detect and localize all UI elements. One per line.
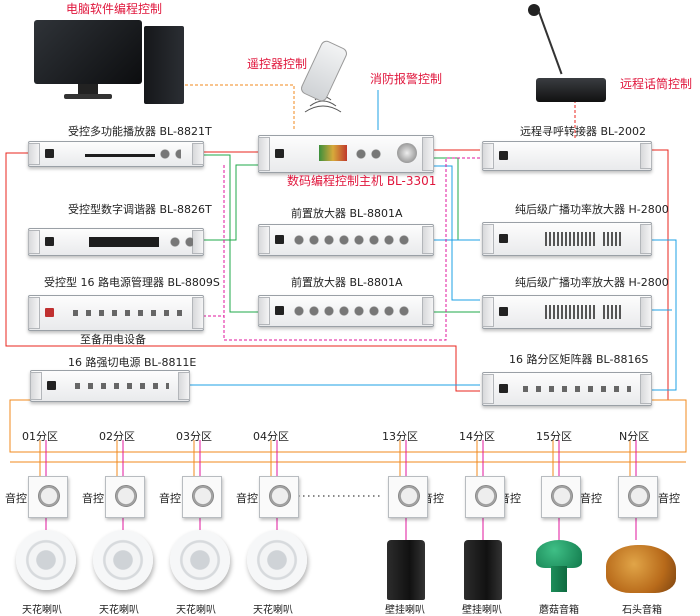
- matrix-label: 16 路分区矩阵器 BL-8816S: [509, 353, 649, 366]
- zone-label-03: 03分区: [176, 430, 212, 443]
- wire-green-tuner: [203, 164, 258, 241]
- volume-label: 音控: [658, 492, 680, 505]
- multi-function-player: [28, 141, 204, 167]
- volume-label: 音控: [159, 492, 181, 505]
- power-manager-note: 至备用电设备: [80, 333, 146, 346]
- volume-control-plate: [28, 476, 68, 518]
- remote-mic-label: 远程话筒控制: [620, 77, 693, 91]
- wall-speaker-icon: [464, 540, 502, 600]
- computer-tower-icon: [144, 26, 184, 104]
- player-label: 受控多功能播放器 BL-8821T: [68, 125, 212, 138]
- rock-speaker-icon: [606, 545, 676, 593]
- volume-control-plate: [182, 476, 222, 518]
- volume-control-plate: [465, 476, 505, 518]
- volume-control-plate: [541, 476, 581, 518]
- mushroom-speaker-icon: [536, 540, 582, 598]
- volume-label: 音控: [580, 492, 602, 505]
- power-amplifier-2: [482, 295, 652, 329]
- wire-red-loop: [5, 152, 480, 392]
- speaker-label: 壁挂喇叭: [462, 605, 502, 616]
- tuner-label: 受控型数字调谐器 BL-8826T: [68, 203, 212, 216]
- power-manager: [28, 295, 204, 331]
- volume-label: 音控: [5, 492, 27, 505]
- volume-control-plate: [105, 476, 145, 518]
- fire-alarm-label: 消防报警控制: [370, 72, 443, 86]
- speaker-label: 天花喇叭: [99, 605, 139, 616]
- speaker-label: 天花喇叭: [253, 605, 293, 616]
- main-unit-label: 数码编程控制主机 BL-3301: [287, 174, 437, 188]
- speaker-label: 石头音箱: [622, 605, 662, 616]
- ceiling-speaker-icon: [247, 530, 307, 590]
- ceiling-speaker-icon: [170, 530, 230, 590]
- power-amp-1-label: 纯后级广播功率放大器 H-2800: [515, 203, 669, 216]
- zone-label-02: 02分区: [99, 430, 135, 443]
- pre-amplifier-1: [258, 224, 434, 256]
- speaker-label: 天花喇叭: [176, 605, 216, 616]
- speaker-label: 天花喇叭: [22, 605, 62, 616]
- paging-converter-label: 远程寻呼转接器 BL-2002: [520, 125, 646, 138]
- wall-speaker-icon: [387, 540, 425, 600]
- power-manager-label: 受控型 16 路电源管理器 BL-8809S: [44, 276, 220, 289]
- volume-label: 音控: [82, 492, 104, 505]
- pc-control-label: 电脑软件编程控制: [66, 2, 163, 16]
- pre-amp-1-label: 前置放大器 BL-8801A: [291, 207, 403, 220]
- wire-pc-control: [150, 84, 295, 130]
- monitor-icon: [34, 20, 144, 100]
- power-amplifier-1: [482, 222, 652, 256]
- volume-control-plate: [388, 476, 428, 518]
- volume-label: 音控: [236, 492, 258, 505]
- ceiling-speaker-icon: [93, 530, 153, 590]
- zone-label-01: 01分区: [22, 430, 58, 443]
- digital-control-host: [258, 135, 434, 173]
- wire-magenta-dashed: [223, 157, 480, 341]
- remote-control-label: 遥控器控制: [247, 57, 308, 71]
- paging-converter: [482, 141, 652, 171]
- speaker-label: 蘑菇音箱: [539, 605, 579, 616]
- ceiling-speaker-icon: [16, 530, 76, 590]
- zone-label-04: 04分区: [253, 430, 289, 443]
- paging-microphone-icon: [528, 4, 608, 104]
- power-amp-2-label: 纯后级广播功率放大器 H-2800: [515, 276, 669, 289]
- zone-label-15: 15分区: [536, 430, 572, 443]
- volume-control-plate: [259, 476, 299, 518]
- pre-amplifier-2: [258, 295, 434, 327]
- pre-amp-2-label: 前置放大器 BL-8801A: [291, 276, 403, 289]
- volume-control-plate: [618, 476, 658, 518]
- zone-label-n: N分区: [619, 430, 650, 443]
- wire-zone-bus: [9, 399, 687, 453]
- zone-label-14: 14分区: [459, 430, 495, 443]
- strong-cut-label: 16 路强切电源 BL-8811E: [68, 356, 197, 369]
- digital-tuner: [28, 228, 204, 256]
- strong-cut-power: [30, 370, 190, 402]
- speaker-label: 壁挂喇叭: [385, 605, 425, 616]
- zone-label-13: 13分区: [382, 430, 418, 443]
- zone-matrix: [482, 372, 652, 406]
